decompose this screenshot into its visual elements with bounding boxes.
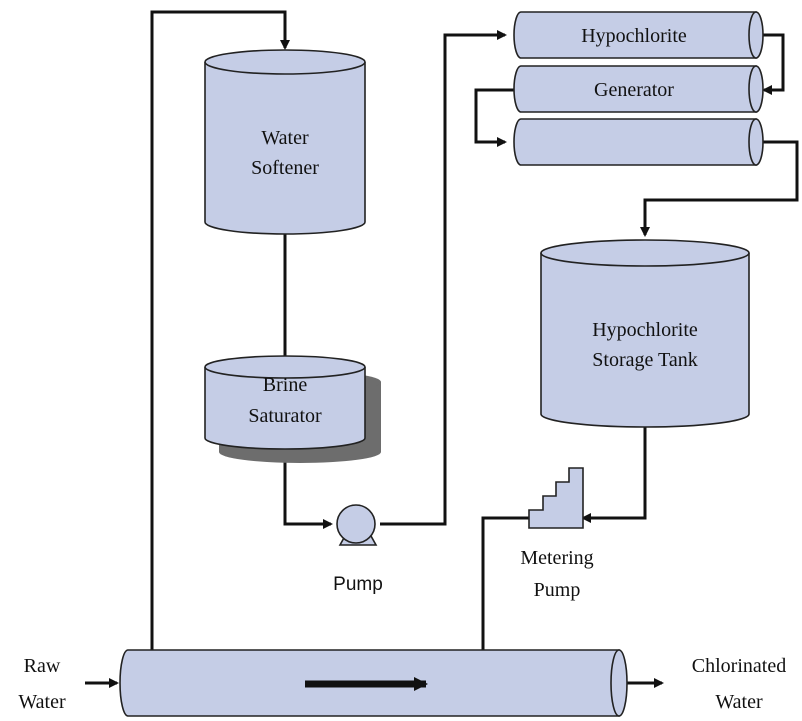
main-water-pipe [119, 649, 628, 717]
raw-water-label-1: Raw [24, 655, 61, 677]
storage-to-metering-line [581, 426, 647, 523]
hypochlorite-generator: Hypochlorite Generator [513, 11, 764, 166]
generator-cell-1: Hypochlorite [513, 11, 764, 59]
generator-link-1 [762, 33, 785, 95]
brine-to-pump-line [283, 450, 333, 529]
metering-to-main-line [478, 516, 529, 677]
brine-saturator-label-1: Brine [263, 374, 308, 396]
metering-pump-label-1: Metering [520, 547, 593, 569]
storage-tank-label-1: Hypochlorite [592, 319, 698, 341]
chlorinated-water-label-1: Chlorinated [692, 655, 786, 677]
generator-to-storage-line [640, 140, 799, 237]
pump-label: Pump [333, 574, 383, 595]
pump-to-generator-line [380, 30, 507, 526]
generator-label-top: Hypochlorite [581, 25, 687, 47]
generator-link-2 [474, 88, 514, 147]
raw-water-label-2: Water [18, 691, 66, 713]
generator-cell-3 [513, 118, 764, 166]
brine-saturator-label-2: Saturator [248, 405, 322, 427]
storage-tank-label-2: Storage Tank [592, 349, 697, 371]
hypochlorite-storage-tank: Hypochlorite Storage Tank [540, 239, 750, 428]
water-softener-label-2: Softener [251, 157, 319, 179]
water-softener-label-1: Water [261, 127, 309, 149]
metering-pump: Metering Pump [520, 467, 594, 601]
chlorinated-water-label-2: Water [715, 691, 763, 713]
generator-label-mid: Generator [594, 79, 674, 101]
generator-cell-2: Generator [513, 65, 764, 113]
metering-pump-label-2: Pump [534, 579, 581, 601]
softener-feed-line [150, 10, 290, 682]
water-softener-tank: Water Softener [204, 49, 366, 235]
brine-saturator-tank: Brine Saturator [204, 355, 381, 463]
pump: Pump [333, 504, 383, 595]
